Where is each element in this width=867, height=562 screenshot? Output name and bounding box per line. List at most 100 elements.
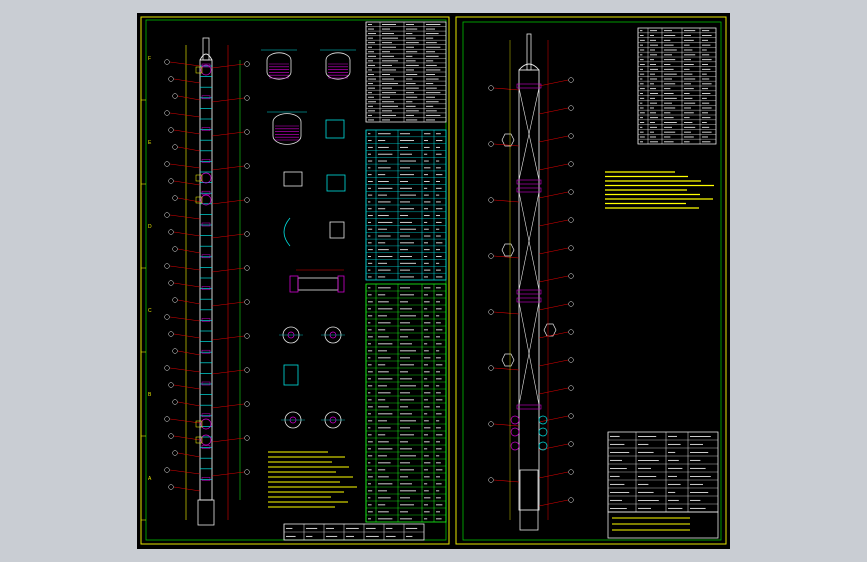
callout-bubble [568, 161, 574, 167]
nozzle-flange [195, 420, 203, 428]
leader-line [169, 112, 201, 118]
leader-line [538, 471, 569, 479]
callout-bubble [164, 314, 170, 320]
leader-line [177, 197, 201, 203]
leader-line [493, 367, 520, 371]
leader-line [169, 418, 201, 424]
nozzle-circle [538, 427, 548, 437]
detail-view-arc [283, 217, 291, 247]
packing-bed-diagonal [518, 87, 540, 181]
callout-bubble [568, 77, 574, 83]
leader-line [538, 331, 569, 339]
callout-bubble [568, 469, 574, 475]
leader-line [538, 135, 569, 143]
callout-bubble [172, 246, 178, 252]
detail-view-flange-left [289, 275, 299, 293]
detail-view-bracket [325, 119, 345, 139]
tray-downcomer [201, 127, 211, 131]
tray-downcomer [201, 349, 211, 354]
detail-view-plate [329, 221, 345, 239]
callout-bubble [568, 441, 574, 447]
callout-bubble [488, 421, 494, 427]
detail-view-flange-right [337, 275, 345, 293]
leader-line [177, 248, 201, 254]
leader-line [493, 311, 520, 315]
tray-downcomer [201, 413, 211, 418]
leader-line [538, 247, 569, 255]
tray-downcomer [201, 381, 211, 386]
leader-line [538, 191, 569, 199]
leader-line [177, 299, 201, 305]
leader-line [173, 435, 201, 441]
border-letter: C [148, 308, 152, 314]
leader-line [211, 471, 245, 477]
callout-bubble [488, 141, 494, 147]
right-column-top-head [518, 63, 540, 71]
border-letter: A [148, 476, 152, 482]
callout-bubble [568, 273, 574, 279]
manway-hexagon [543, 323, 557, 337]
tray-downcomer [201, 159, 211, 163]
callout-bubble [568, 105, 574, 111]
table-nozzle-list [365, 129, 447, 281]
nozzle-circle [538, 441, 548, 451]
callout-bubble [168, 229, 174, 235]
leader-line [493, 143, 520, 147]
callout-bubble [568, 189, 574, 195]
detail-view-head-b [325, 52, 351, 80]
tray-downcomer [201, 254, 211, 259]
nozzle-circle [510, 427, 520, 437]
leader-line [538, 387, 569, 395]
nozzle-circle [200, 194, 212, 206]
callout-bubble [168, 127, 174, 133]
right-column-skirt [519, 469, 539, 531]
tray-downcomer [201, 318, 211, 322]
tray-downcomer [201, 63, 211, 68]
callout-bubble [164, 110, 170, 116]
callout-bubble [568, 329, 574, 335]
packing-bed-diagonal [518, 191, 540, 291]
tray-downcomer [201, 286, 211, 290]
right-sheet-inner-frame [462, 21, 722, 541]
drawing-background [137, 13, 730, 549]
callout-bubble [168, 76, 174, 82]
leader-line [177, 146, 201, 152]
right-sheet-outer-frame [455, 16, 727, 545]
leader-line [177, 95, 201, 101]
leader-line [493, 199, 520, 203]
leader-line [211, 199, 245, 205]
leader-line [169, 265, 201, 271]
leader-line [538, 443, 569, 451]
callout-bubble [244, 333, 250, 339]
table-parts-list [365, 283, 447, 523]
leader-line [211, 97, 245, 103]
table-design-data [365, 21, 447, 123]
leader-line [211, 369, 245, 375]
leader-line [177, 452, 201, 458]
leader-line [173, 78, 201, 84]
leader-line [173, 129, 201, 135]
callout-bubble [164, 59, 170, 65]
leader-line [173, 282, 201, 288]
tray-downcomer [201, 95, 211, 100]
leader-line [169, 61, 201, 67]
leader-line [538, 79, 569, 87]
leader-line [538, 163, 569, 171]
nozzle-circle [510, 441, 520, 451]
callout-bubble [244, 265, 250, 271]
callout-bubble [244, 61, 250, 67]
leader-line [211, 131, 245, 137]
tray-downcomer [201, 477, 211, 481]
callout-bubble [172, 297, 178, 303]
title-block-footer [607, 511, 719, 539]
callout-bubble [172, 144, 178, 150]
leader-line [173, 333, 201, 339]
leader-line [211, 437, 245, 443]
callout-bubble [244, 299, 250, 305]
nozzle-flange [195, 196, 203, 204]
border-letter: D [148, 224, 152, 230]
leader-line [493, 479, 520, 483]
nozzle-circle [200, 64, 212, 76]
